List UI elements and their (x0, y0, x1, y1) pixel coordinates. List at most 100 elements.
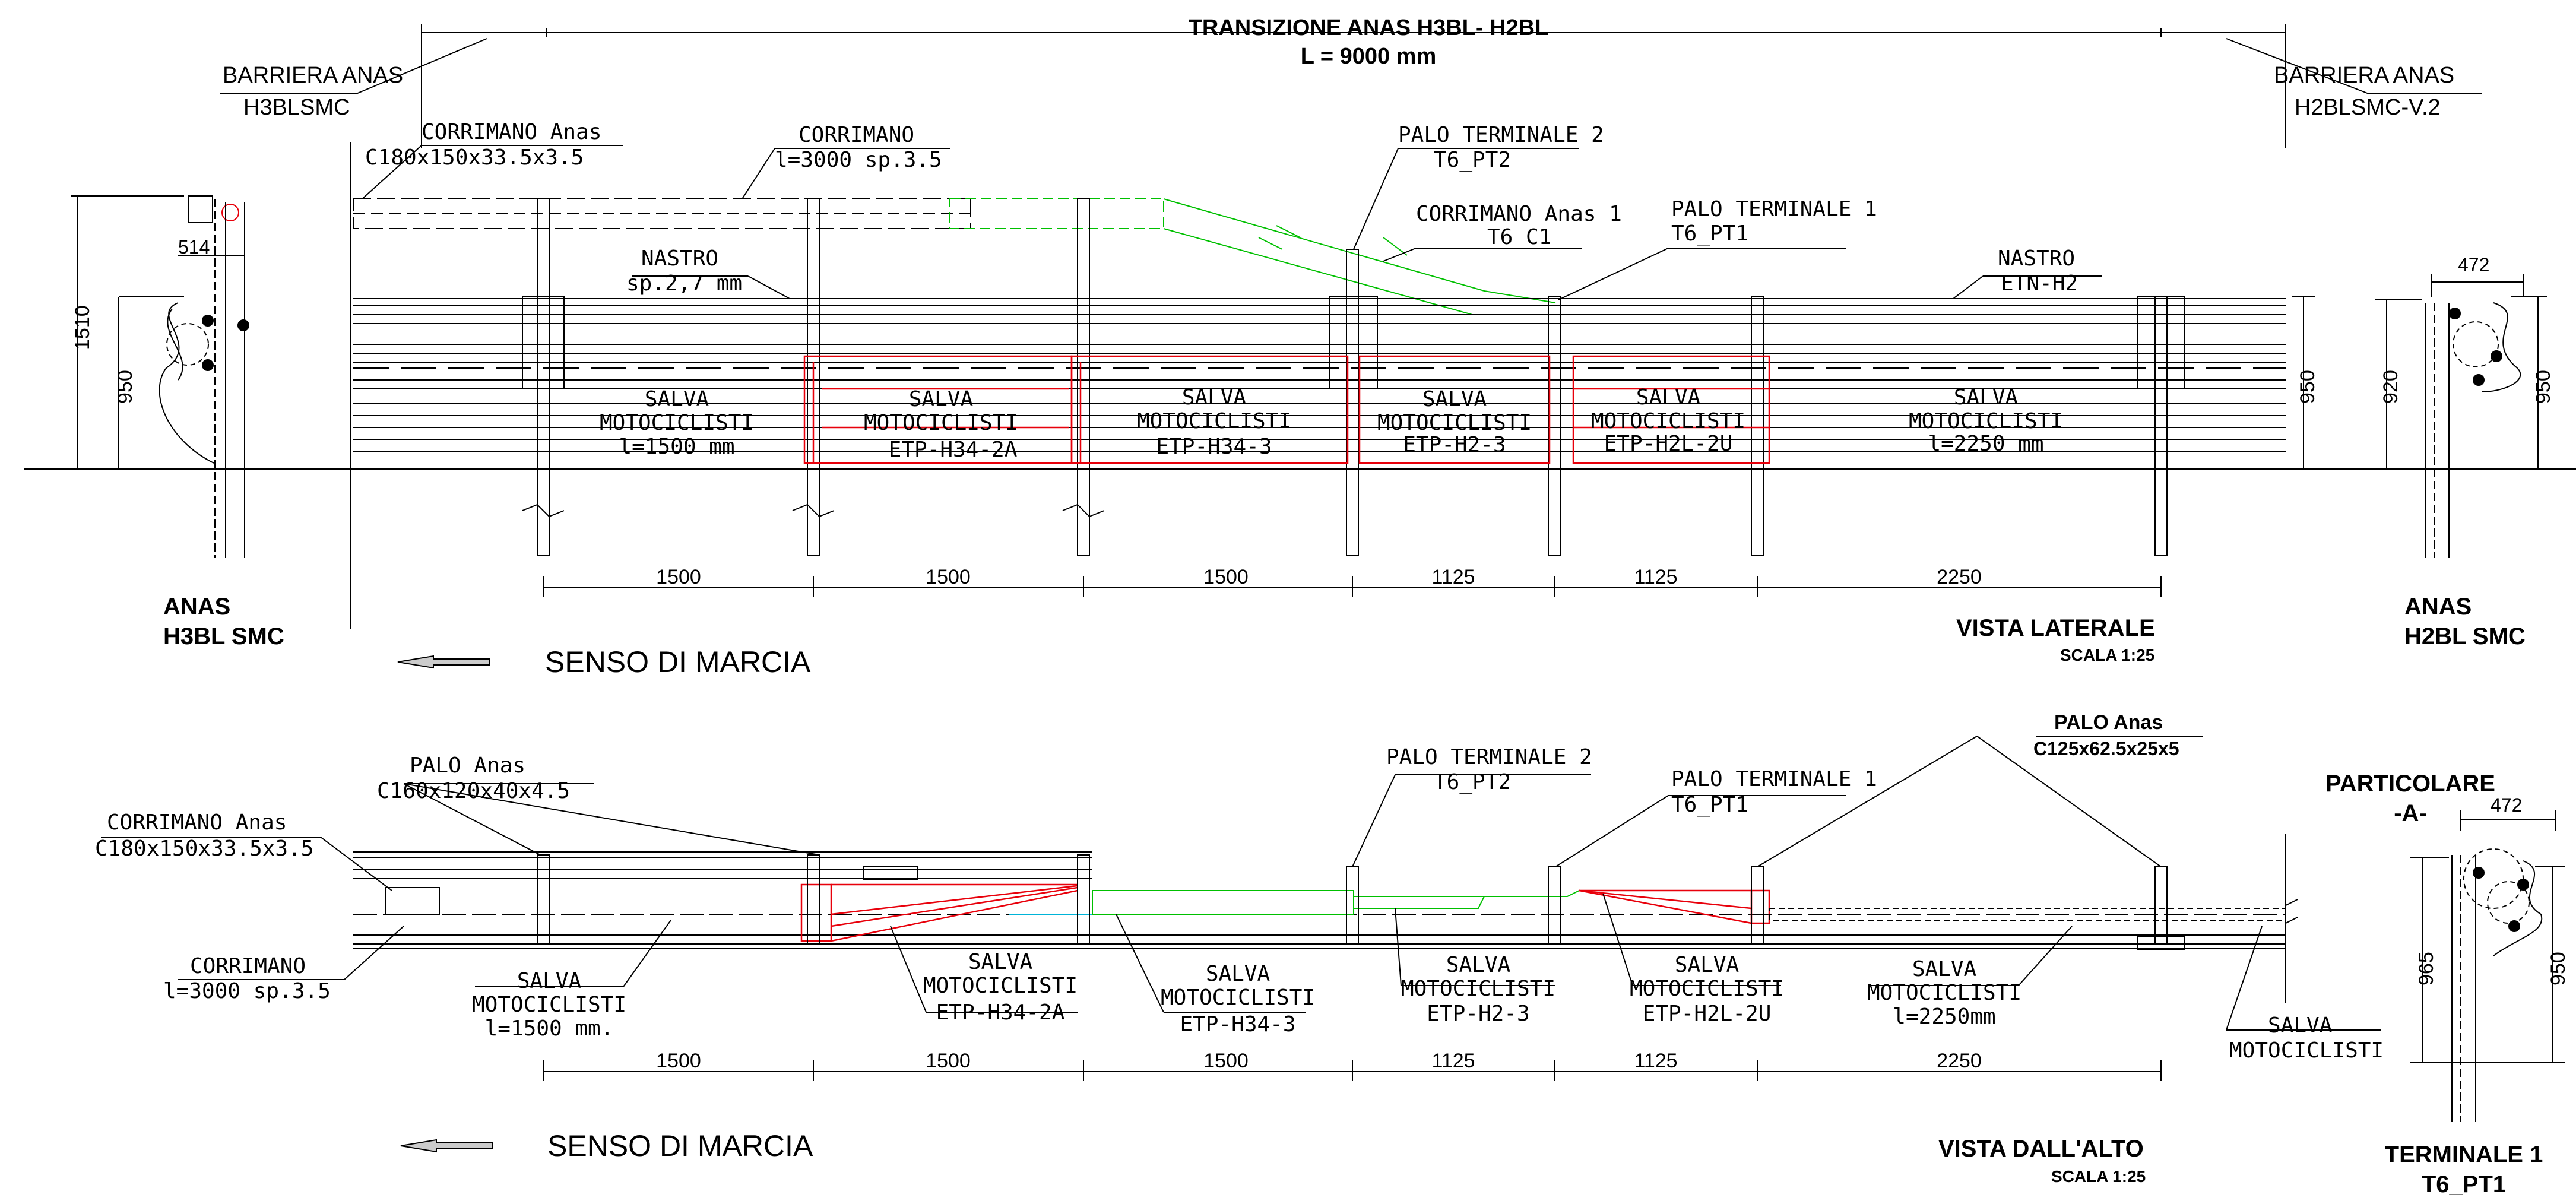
side-palo-terminale-1-code: T6_PT1 (1671, 221, 1749, 246)
top-palo-terminale-1-label: PALO TERMINALE 1 (1671, 767, 1877, 791)
top-salva-1-b: MOTOCICLISTI (471, 993, 627, 1017)
top-view-leaders (101, 736, 2381, 1031)
top-palo-anas-small-label: PALO Anas (410, 753, 526, 778)
side-salva-6-c: l=2250 mm (1928, 432, 2044, 456)
right-barrier-label: BARRIERA ANAS (2274, 63, 2455, 88)
side-salva-5-b: MOTOCICLISTI (1590, 409, 1746, 433)
top-salva-4-c: ETP-H2-3 (1427, 1002, 1530, 1026)
top-corrimano-anas-spec: C180x150x33.5x3.5 (95, 837, 314, 861)
top-corrimano-anas-label: CORRIMANO Anas (107, 810, 287, 835)
top-salva-6-c: l=2250mm (1893, 1005, 1996, 1029)
right-dim-920: 920 (2379, 370, 2402, 404)
top-salva-right-label: SALVA (2268, 1013, 2333, 1038)
top-view-spacing-dims (543, 1060, 2162, 1081)
top-spacing-3: 1500 (1203, 1050, 1249, 1072)
side-salva-1-a: SALVA (644, 387, 709, 411)
top-direction-label: SENSO DI MARCIA (547, 1129, 813, 1162)
drawing-title: TRANSIZIONE ANAS H3BL- H2BL (1188, 15, 1549, 40)
top-salva-3-c: ETP-H34-3 (1180, 1012, 1296, 1037)
left-dim-514: 514 (178, 236, 210, 258)
right-dim-950: 950 (2532, 370, 2555, 404)
side-salva-2-b: MOTOCICLISTI (863, 411, 1019, 435)
side-corrimano-label: CORRIMANO (799, 123, 915, 147)
top-view-barrier (353, 834, 2298, 1003)
side-corrimano-spec: l=3000 sp.3.5 (775, 148, 942, 172)
side-salva-4-a: SALVA (1422, 387, 1487, 411)
top-view-title: VISTA DALL'ALTO (1938, 1136, 2144, 1162)
detail-dim-965: 965 (2415, 952, 2438, 986)
right-section-title: ANAS (2404, 594, 2472, 620)
top-palo-terminale-1-code: T6_PT1 (1671, 793, 1749, 817)
left-barrier-code: H3BLSMC (243, 95, 350, 120)
top-spacing-6: 2250 (1937, 1050, 1982, 1072)
top-salva-4-b: MOTOCICLISTI (1401, 977, 1556, 1001)
side-palo-terminale-2-code: T6_PT2 (1434, 148, 1512, 172)
top-salva-6-b: MOTOCICLISTI (1867, 981, 2022, 1005)
detail-a-subtitle: -A- (2394, 800, 2427, 826)
side-salva-3-b: MOTOCICLISTI (1136, 409, 1292, 433)
side-spacing-5: 1125 (1634, 566, 1678, 588)
side-salva-5-c: ETP-H2L-2U (1604, 432, 1733, 456)
left-dim-1510: 1510 (71, 305, 94, 350)
side-salva-4-c: ETP-H2-3 (1403, 433, 1506, 457)
top-salva-5-a: SALVA (1674, 953, 1739, 977)
top-palo-terminale-2-code: T6_PT2 (1434, 770, 1512, 794)
side-spacing-6: 2250 (1937, 566, 1982, 588)
detail-dim-472: 472 (2491, 794, 2523, 816)
top-salva-5-b: MOTOCICLISTI (1629, 977, 1785, 1001)
top-salva-3-b: MOTOCICLISTI (1160, 986, 1316, 1010)
detail-caption: TERMINALE 1 (2384, 1142, 2543, 1168)
side-nastro-left-spec: sp.2,7 mm (626, 271, 743, 296)
side-salva-6-a: SALVA (1953, 385, 2019, 410)
left-barrier-label: BARRIERA ANAS (223, 63, 404, 88)
right-dim-472: 472 (2458, 254, 2490, 275)
top-salva-right-text: MOTOCICLISTI (2229, 1038, 2384, 1063)
side-view-spacing-dims (543, 576, 2162, 597)
detail-a-title: PARTICOLARE (2325, 771, 2495, 797)
side-salva-1-c: l=1500 mm (619, 435, 735, 459)
direction-arrow-top (400, 1139, 493, 1153)
side-salva-4-b: MOTOCICLISTI (1377, 411, 1532, 435)
side-spacing-3: 1500 (1203, 566, 1249, 588)
top-salva-2-b: MOTOCICLISTI (923, 974, 1078, 998)
side-corrimano-anas-1-code: T6_C1 (1487, 225, 1552, 249)
top-palo-terminale-2-label: PALO TERMINALE 2 (1386, 745, 1592, 769)
top-palo-anas-big-label: PALO Anas (2054, 711, 2163, 734)
side-salva-5-a: SALVA (1636, 385, 1701, 410)
side-corrimano-anas-spec: C180x150x33.5x3.5 (365, 145, 584, 170)
top-salva-1-a: SALVA (517, 969, 582, 993)
left-end-section (24, 142, 380, 629)
top-salva-4-a: SALVA (1446, 953, 1511, 977)
left-section-code: H3BL SMC (163, 623, 284, 649)
side-view-leaders (362, 145, 2102, 300)
top-salva-2-c: ETP-H34-2A (936, 1000, 1065, 1025)
side-salva-3-c: ETP-H34-3 (1156, 435, 1272, 459)
left-dim-950: 950 (114, 370, 137, 404)
side-nastro-right-code: ETN-H2 (2001, 271, 2078, 296)
top-salva-5-c: ETP-H2L-2U (1642, 1002, 1772, 1026)
side-spacing-2: 1500 (926, 566, 971, 588)
top-salva-2-a: SALVA (968, 950, 1033, 974)
side-salva-2-a: SALVA (908, 387, 974, 411)
top-corrimano-spec: l=3000 sp.3.5 (163, 979, 331, 1003)
side-nastro-right-label: NASTRO (1998, 246, 2076, 271)
side-salva-2-c: ETP-H34-2A (888, 438, 1018, 462)
top-palo-anas-big-spec: C125x62.5x25x5 (2033, 738, 2179, 759)
side-view-title: VISTA LATERALE (1956, 615, 2155, 641)
side-palo-terminale-2-label: PALO TERMINALE 2 (1398, 123, 1604, 147)
transition-length: L = 9000 mm (1300, 44, 1437, 69)
header-dimension-line (220, 24, 2482, 148)
top-spacing-1: 1500 (656, 1050, 701, 1072)
top-view-scale: SCALA 1:25 (2051, 1167, 2146, 1186)
direction-arrow-side (397, 655, 490, 669)
side-salva-3-a: SALVA (1181, 385, 1247, 410)
right-section-code: H2BL SMC (2404, 623, 2526, 649)
right-barrier-code: H2BLSMC-V.2 (2295, 95, 2441, 120)
side-palo-terminale-1-label: PALO TERMINALE 1 (1671, 197, 1877, 221)
side-spacing-4: 1125 (1431, 566, 1475, 588)
left-section-title: ANAS (163, 594, 231, 620)
top-salva-1-c: l=1500 mm. (484, 1016, 614, 1041)
top-spacing-2: 1500 (926, 1050, 971, 1072)
side-view-scale: SCALA 1:25 (2060, 646, 2155, 664)
side-corrimano-anas-label: CORRIMANO Anas (422, 120, 602, 144)
